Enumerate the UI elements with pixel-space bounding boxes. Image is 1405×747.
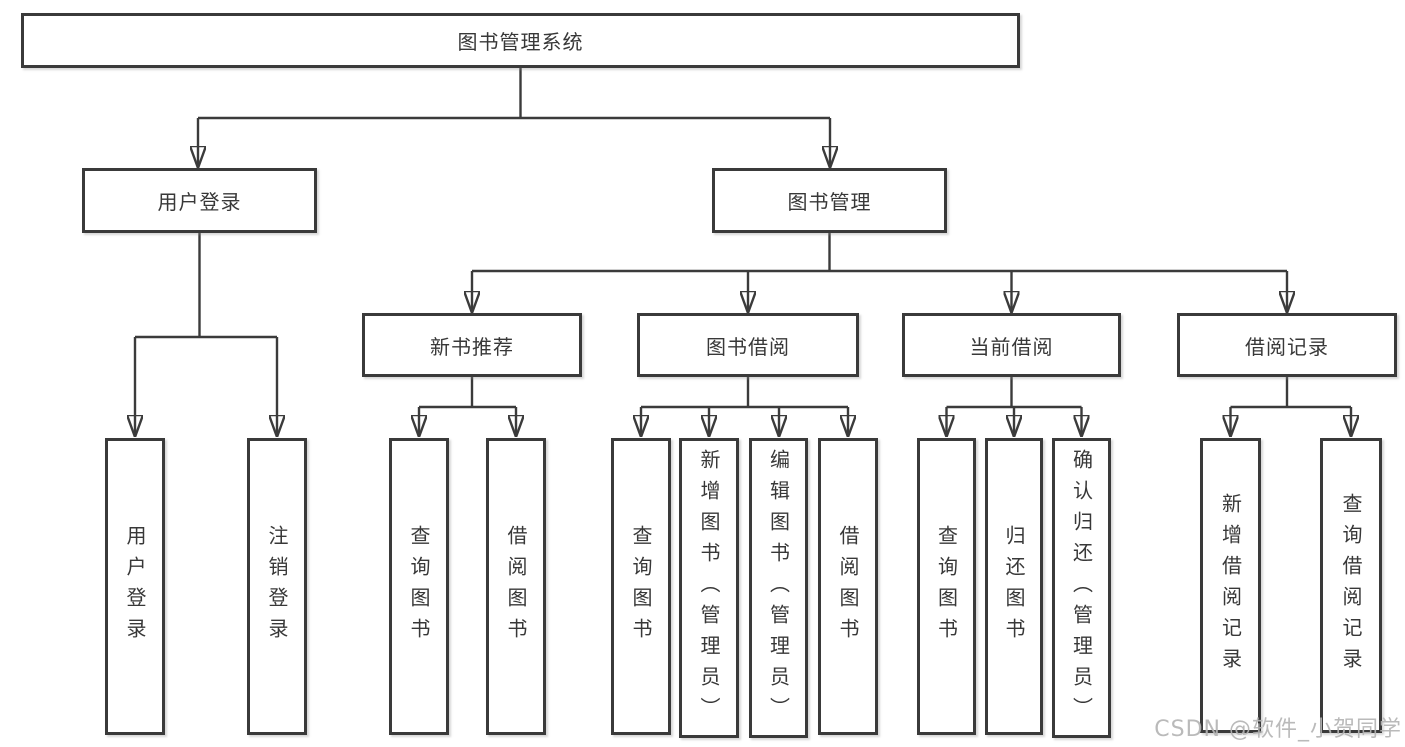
node-label: 用户登录 <box>157 190 242 214</box>
node-label: 用户登录 <box>123 524 147 649</box>
node-borrow-books-recommend: 借阅图书 <box>486 438 546 735</box>
node-label: 确认归还（管理员） <box>1069 448 1094 728</box>
node-query-books-borrowing: 查询图书 <box>611 438 671 735</box>
node-label: 图书借阅 <box>706 334 790 359</box>
node-logout: 注销登录 <box>247 438 307 735</box>
node-book-management: 图书管理 <box>712 168 947 233</box>
node-label: 借阅图书 <box>504 524 528 649</box>
node-label: 查询图书 <box>407 524 431 649</box>
node-label: 借阅记录 <box>1245 334 1329 359</box>
watermark: CSDN @软件_小贺同学 <box>1154 717 1402 742</box>
node-current-borrowing: 当前借阅 <box>902 313 1121 377</box>
node-book-borrowing: 图书借阅 <box>637 313 859 377</box>
node-confirm-return-admin: 确认归还（管理员） <box>1052 438 1111 738</box>
node-label: 查询图书 <box>629 524 653 649</box>
node-return-books: 归还图书 <box>985 438 1043 735</box>
node-borrow-books-borrowing: 借阅图书 <box>818 438 878 735</box>
node-library-system: 图书管理系统 <box>21 13 1020 68</box>
node-add-books-admin: 新增图书（管理员） <box>679 438 739 738</box>
node-add-borrow-record: 新增借阅记录 <box>1200 438 1261 733</box>
node-label: 新增借阅记录 <box>1218 492 1243 679</box>
node-label: 注销登录 <box>265 524 289 649</box>
node-borrowing-records: 借阅记录 <box>1177 313 1397 377</box>
node-label: 新增图书（管理员） <box>697 448 721 728</box>
node-label: 图书管理 <box>787 190 872 214</box>
node-user-login: 用户登录 <box>82 168 317 233</box>
node-label: 借阅图书 <box>836 524 860 649</box>
node-query-books-recommend: 查询图书 <box>389 438 449 735</box>
node-label: 新书推荐 <box>430 334 514 359</box>
node-label: 查询图书 <box>934 524 959 649</box>
node-query-books-current: 查询图书 <box>917 438 976 735</box>
node-label: 当前借阅 <box>969 334 1054 359</box>
node-label: 图书管理系统 <box>457 30 584 54</box>
node-label: 编辑图书（管理员） <box>766 448 791 728</box>
node-edit-books-admin: 编辑图书（管理员） <box>749 438 808 738</box>
node-new-book-recommend: 新书推荐 <box>362 313 582 377</box>
node-label: 查询借阅记录 <box>1339 492 1363 679</box>
node-label: 归还图书 <box>1002 524 1026 649</box>
node-user-login-leaf: 用户登录 <box>105 438 165 735</box>
node-query-borrow-record: 查询借阅记录 <box>1320 438 1382 733</box>
